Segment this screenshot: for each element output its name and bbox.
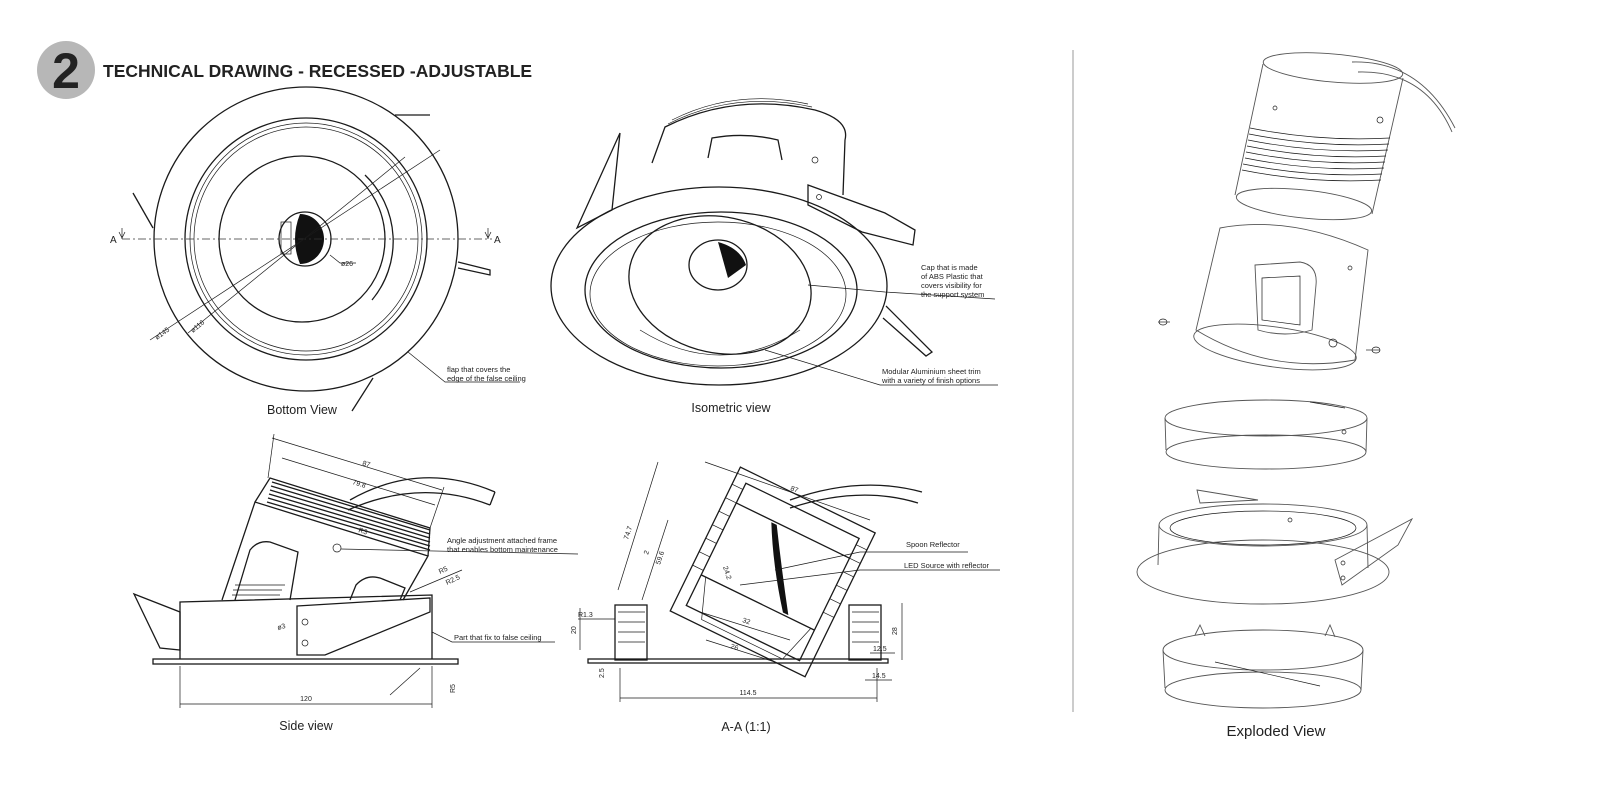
note-cap-line1: Cap that is made <box>921 263 978 272</box>
section-label-right: A <box>494 235 501 246</box>
section-dim-12-5: 12.5 <box>873 646 887 653</box>
section-dim-20: 20 <box>571 626 578 634</box>
note-spoon: Spoon Reflector <box>906 540 960 549</box>
note-cap-line2: of ABS Plastic that <box>921 272 984 281</box>
section-dim-r1-3: R1.3 <box>578 612 593 619</box>
section-dim-2-5: 2.5 <box>599 668 606 678</box>
side-dim-r5-bottom: R5 <box>450 684 457 693</box>
bottom-view: A A ø145 ø116 ø26 flap that covers the e… <box>110 86 526 417</box>
section-dim-74-7: 74.7 <box>623 525 634 540</box>
isometric-view: Cap that is made of ABS Plastic that cov… <box>550 98 998 415</box>
section-dim-2: 2 <box>643 550 651 556</box>
section-dim-59-6: 59.6 <box>655 550 666 565</box>
side-view: 87 79.8 R3 R5 R2.5 ø3 120 R5 Angle adjus… <box>132 433 579 733</box>
note-led: LED Source with reflector <box>904 561 990 570</box>
note-trim-line2: with a variety of finish options <box>881 376 980 385</box>
side-dim-79-8: 79.8 <box>351 479 366 490</box>
exploded-cap <box>1162 623 1364 709</box>
caption-side-view: Side view <box>279 719 333 733</box>
side-lamp-body <box>221 501 429 601</box>
iso-flange <box>550 186 888 386</box>
page-title: TECHNICAL DRAWING - RECESSED -ADJUSTABLE <box>103 61 532 81</box>
side-dim-r3: R3 <box>357 527 368 536</box>
caption-isometric-view: Isometric view <box>691 401 771 415</box>
exploded-housing <box>1158 224 1381 371</box>
note-frame-line2: that enables bottom maintenance <box>447 545 558 554</box>
side-dim-120: 120 <box>300 696 312 703</box>
iso-trim <box>628 215 812 355</box>
dim-outer-diameter: ø145 <box>154 327 171 342</box>
note-flap-line1: flap that covers the <box>447 365 510 374</box>
exploded-ring <box>1164 399 1368 470</box>
caption-section-view: A-A (1:1) <box>721 720 770 734</box>
note-cap-line4: the support system <box>921 290 984 299</box>
caption-exploded-view: Exploded View <box>1227 723 1326 740</box>
exploded-trim <box>1136 489 1414 605</box>
dim-hole-diameter: ø26 <box>341 261 353 268</box>
side-dim-o3: ø3 <box>277 623 287 632</box>
section-dim-24-2: 24.2 <box>721 565 732 580</box>
section-dim-87: 87 <box>789 485 799 494</box>
note-flap-line2: edge of the false ceiling <box>447 374 526 383</box>
note-cap-line3: covers visibility for <box>921 281 982 290</box>
section-label-left: A <box>110 235 117 246</box>
side-dim-87: 87 <box>361 460 371 469</box>
section-housing <box>669 466 877 678</box>
exploded-led-module <box>1234 52 1456 221</box>
note-fix: Part that fix to false ceiling <box>454 633 542 642</box>
section-dim-28: 28 <box>892 627 899 635</box>
note-frame-line1: Angle adjustment attached frame <box>447 536 557 545</box>
section-dim-114-5: 114.5 <box>740 690 757 697</box>
step-badge <box>37 41 95 99</box>
side-heatsink-fins <box>266 481 431 551</box>
note-trim-line1: Modular Aluminium sheet trim <box>882 367 981 376</box>
header: 2 TECHNICAL DRAWING - RECESSED -ADJUSTAB… <box>37 41 532 99</box>
dim-inner-diameter: ø116 <box>190 319 206 334</box>
caption-bottom-view: Bottom View <box>267 403 338 417</box>
section-dim-14-5: 14.5 <box>872 673 886 680</box>
section-dim-26: 26 <box>729 643 739 652</box>
step-number: 2 <box>52 43 80 99</box>
section-dim-32: 32 <box>741 617 751 626</box>
exploded-view: Exploded View <box>1136 52 1456 740</box>
section-view: 87 74.7 59.6 2 24.2 32 26 R1.3 20 2.5 11… <box>571 461 1000 734</box>
side-dim-r5: R5 <box>438 566 449 576</box>
